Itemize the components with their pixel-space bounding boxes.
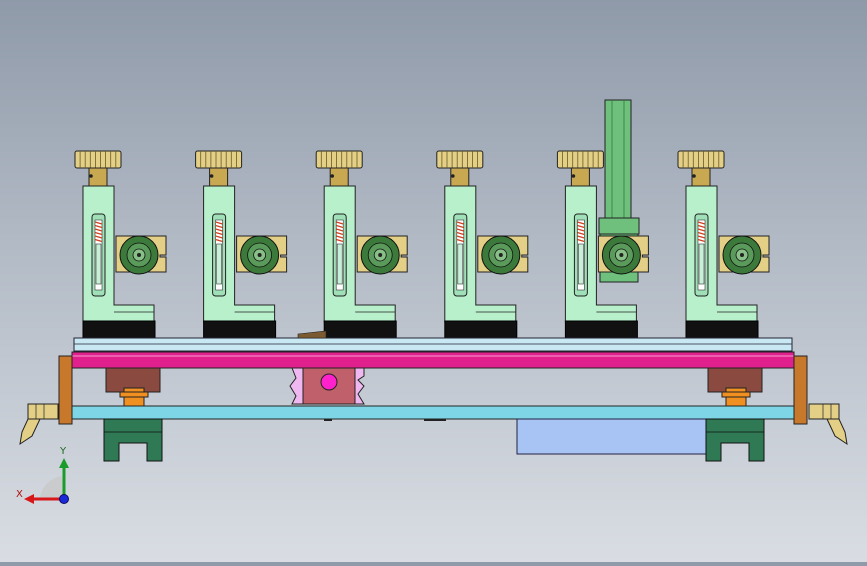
clamp-unit [677, 150, 770, 351]
axis-triad-icon: Y X [16, 446, 69, 504]
right-end-post [793, 355, 808, 425]
base-foot-left [103, 418, 163, 462]
left-handle [19, 403, 59, 446]
right-handle [808, 403, 848, 446]
clamp-knob-icon [556, 150, 604, 187]
left-end-post [58, 355, 73, 425]
clamp-knob-icon [677, 150, 725, 187]
roller-icon [597, 235, 649, 275]
roller-icon [356, 235, 408, 275]
clamp-unit [74, 150, 167, 351]
clamp-units [74, 150, 770, 351]
base-foot-right [705, 418, 765, 462]
main-rail-magenta [71, 351, 795, 369]
axis-x-label: X [16, 489, 23, 500]
guide-block-left [105, 367, 161, 407]
front-roller [597, 235, 649, 275]
guide-block-right [707, 367, 763, 407]
roller-icon [115, 235, 167, 275]
clamp-unit [436, 150, 529, 351]
roller-icon [718, 235, 770, 275]
clamp-unit [315, 150, 408, 351]
clamp-knob-icon [315, 150, 363, 187]
axis-y-label: Y [59, 446, 67, 457]
roller-icon [236, 235, 288, 275]
carriage-top-mark [297, 330, 327, 339]
center-carriage [289, 367, 365, 405]
roller-icon [477, 235, 529, 275]
clamp-knob-icon [195, 150, 243, 187]
lower-rail-cyan [71, 405, 795, 420]
clamp-knob-icon [436, 150, 484, 187]
base-plate-blue [516, 418, 714, 455]
clamp-unit [195, 150, 288, 351]
carriage-pin [320, 373, 338, 391]
rear-thin-rail [73, 337, 793, 352]
clamp-knob-icon [74, 150, 122, 187]
lift-cylinder [598, 99, 640, 283]
